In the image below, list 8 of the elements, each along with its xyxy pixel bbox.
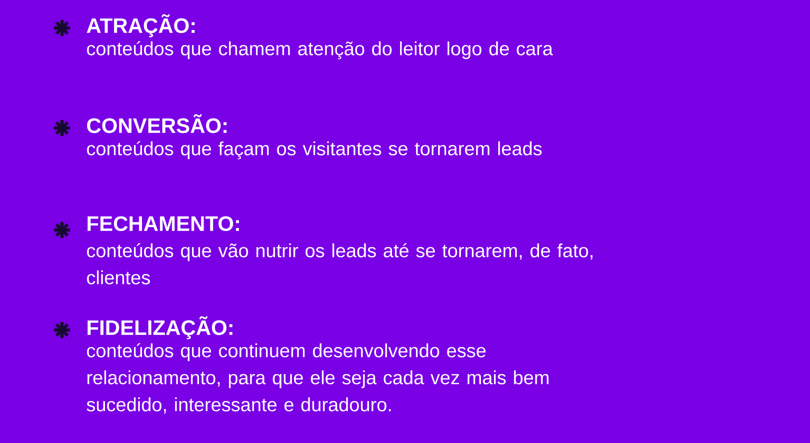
item-description: conteúdos que façam os visitantes se tornarem leads	[87, 141, 542, 160]
item-heading: CONVERSÃO:	[87, 114, 227, 134]
item-description: conteúdos que vão nutrir os leads até se tornarem, de fato, clientes	[87, 243, 592, 284]
item-heading: FIDELIZAÇÃO:	[88, 316, 232, 340]
item-description: conteúdos que continuem desenvolvendo esse relacionamento, para que ele seja cada vez mais bem sucedido, interessante e duradouro.	[86, 343, 548, 414]
item-heading: FECHAMENTO:	[88, 216, 239, 232]
item-heading: ATRAÇÃO:	[86, 14, 195, 38]
item-description: conteúdos que chamem atenção do leitor logo de cara	[87, 41, 553, 60]
